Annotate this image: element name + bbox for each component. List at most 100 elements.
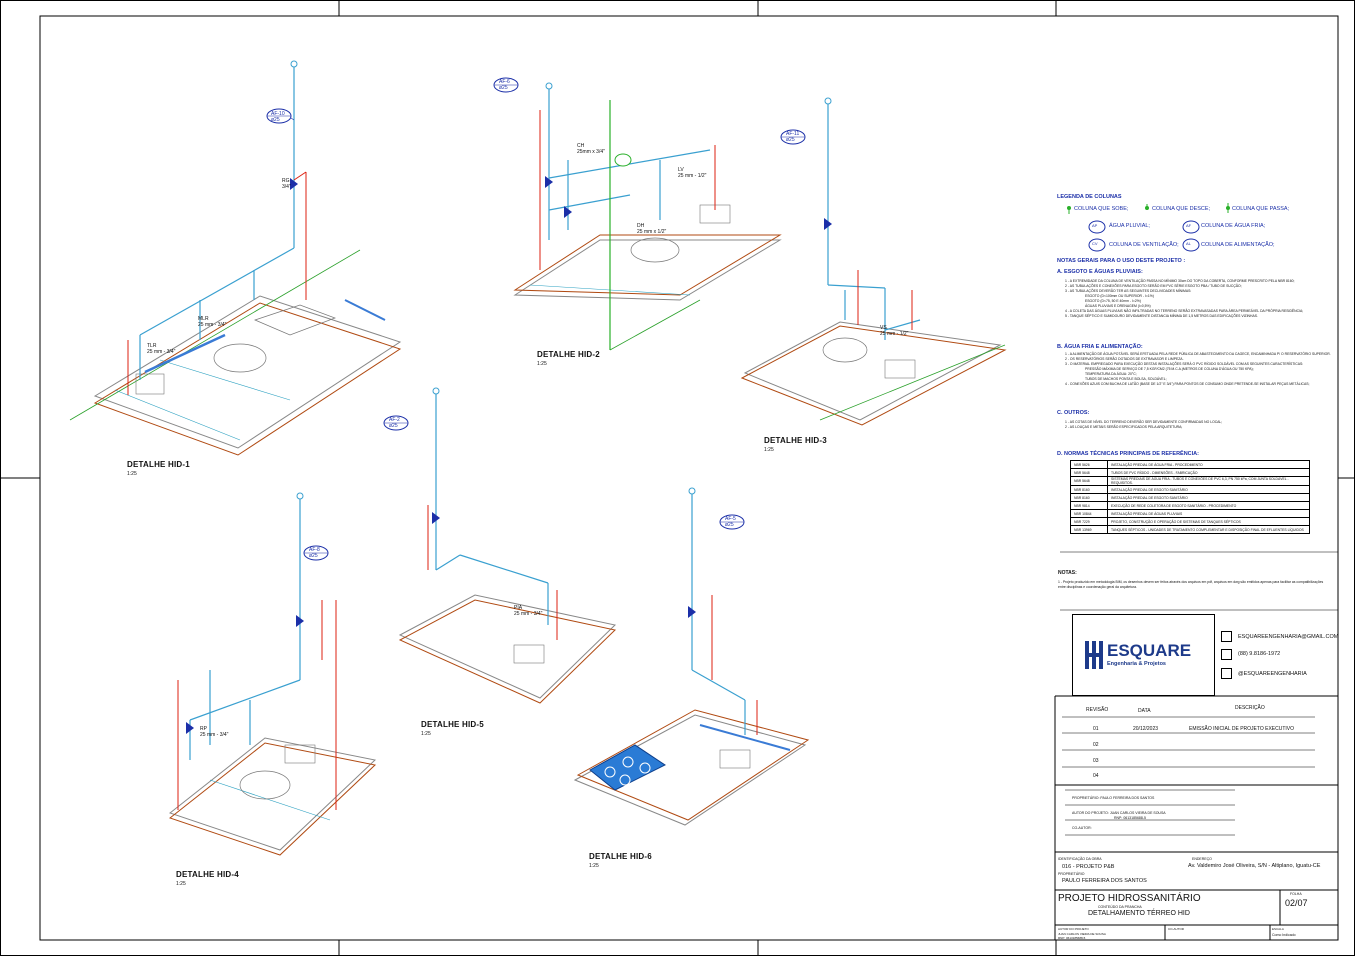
detail-title-hid-2: DETALHE HID-2 xyxy=(537,350,600,359)
legend-item: ÁGUA PLUVIAL; xyxy=(1109,223,1150,229)
detail-hid-4 xyxy=(168,492,377,856)
note-line: 2 - AS LOUÇAS E METAIS SERÃO ESPECIFICAD… xyxy=(1065,425,1183,429)
tag-diameter: ø25 xyxy=(786,137,795,143)
norm-code: NBR 8160 xyxy=(1070,493,1108,502)
legend-item: COLUNA DE ÁGUA FRIA; xyxy=(1201,223,1266,229)
tb-prop: PAULO FERREIRA DOS SANTOS xyxy=(1062,878,1147,884)
norm-code: NBR 5648 xyxy=(1070,476,1108,486)
tb-folha: 02/07 xyxy=(1285,898,1308,908)
rev-number: 01 xyxy=(1093,726,1099,732)
company-tagline: Engenharia & Projetos xyxy=(1107,661,1166,667)
legend-item: COLUNA QUE SOBE; xyxy=(1074,206,1129,212)
detail-title-hid-4: DETALHE HID-4 xyxy=(176,870,239,879)
norm-title: PROJETO, CONSTRUÇÃO E OPERAÇÃO DE SISTEM… xyxy=(1107,517,1310,526)
rev-number: 02 xyxy=(1093,742,1099,748)
tag-diameter: ø25 xyxy=(271,117,280,123)
tb-content-label: CONTEÚDO DA PRANCHA xyxy=(1098,905,1142,909)
detail-title-hid-3: DETALHE HID-3 xyxy=(764,436,827,445)
norm-title: SISTEMAS PREDIAIS DE ÁGUA FRIA - TUBOS E… xyxy=(1107,476,1310,486)
rev-description: EMISSÃO INICIAL DE PROJETO EXECUTIVO xyxy=(1189,726,1295,732)
legend-badge: AF xyxy=(1186,223,1192,228)
cooktop-icon xyxy=(589,744,666,791)
detail-scale-hid-2: 1:25 xyxy=(537,361,547,367)
detail-hid-5 xyxy=(383,387,617,704)
tag-code: AF-5 xyxy=(725,516,736,522)
pipe-label-dh: DH 25 mm x 1/2" xyxy=(637,223,667,235)
norm-code: NBR 9814 xyxy=(1070,501,1108,510)
pipe-label-pia: PIA 25 mm - 3/4" xyxy=(514,605,543,617)
norm-title: INSTALAÇÃO PREDIAL DE ÁGUAS PLUVIAIS xyxy=(1107,509,1310,518)
detail-scale-hid-6: 1:25 xyxy=(589,863,599,869)
tb-end-label: ENDEREÇO xyxy=(1192,857,1212,861)
notas-text: 1 - Projeto produzido em metodologia BIM… xyxy=(1058,580,1324,589)
logo-mark-icon xyxy=(1085,641,1103,669)
note-line: ESGOTO (D<100mm OU SUPERIOR - I=1%) xyxy=(1085,294,1154,298)
author-label: AUTOR DO PROJETO: xyxy=(1072,811,1109,815)
note-line: ESGOTO (D<75, 50 E 40mm - I=2%) xyxy=(1085,299,1141,303)
rev-header-data: DATA xyxy=(1138,708,1151,714)
legend-item: COLUNA QUE DESCE; xyxy=(1152,206,1211,212)
detail-hid-3 xyxy=(740,97,1007,426)
pipe-label-vs: VS 25 mm - 1/2" xyxy=(880,325,909,337)
phone-icon xyxy=(1221,649,1232,660)
notes-section-b: B. ÁGUA FRIA E ALIMENTAÇÃO: xyxy=(1057,344,1143,350)
tag-code: AF-11 xyxy=(786,131,800,137)
notes-c-list: 1 - AS COTAS DE NÍVEL DO TERRENO DEVERÃO… xyxy=(1065,420,1335,430)
tb-escala-label: ESCALA xyxy=(1272,927,1284,931)
legend-item: COLUNA DE ALIMENTAÇÃO; xyxy=(1201,242,1275,248)
pipe-label-tlr: TLR 25 mm - 3/4" xyxy=(147,343,176,355)
norm-code: NBR 8160 xyxy=(1070,485,1108,494)
pipe-label-lv: LV 25 mm - 1/2" xyxy=(678,167,707,179)
company-email: ESQUAREENGENHARIA@GMAIL.COM xyxy=(1238,634,1339,640)
notes-b-list: 1 - A ALIMENTAÇÃO DE ÁGUA POTÁVEL SERÁ E… xyxy=(1065,352,1335,387)
tag-diameter: ø25 xyxy=(499,85,508,91)
tb-autor-rnp: RNP: 0613185688-5 xyxy=(1058,936,1086,940)
legend-title: LEGENDA DE COLUNAS xyxy=(1057,194,1122,200)
rev-header-revisao: REVISÃO xyxy=(1086,707,1109,713)
detail-hid-6 xyxy=(573,487,810,826)
rev-header-descricao: DESCRIÇÃO xyxy=(1235,705,1265,711)
instagram-icon xyxy=(1221,668,1232,679)
legend-badge: AP xyxy=(1092,223,1098,228)
norm-code: NBR 7229 xyxy=(1070,517,1108,526)
tb-autor-label: AUTOR DO PROJETO xyxy=(1058,927,1089,931)
tb-prop-label: PROPRIETÁRIO xyxy=(1058,872,1085,876)
norm-title: INSTALAÇÃO PREDIAL DE ÁGUA FRIA - PROCED… xyxy=(1107,460,1310,469)
tag-diameter: ø25 xyxy=(309,553,318,559)
note-line: ÁGUAS PLUVIAIS E DRENAGEM (I=0,5%) xyxy=(1085,304,1151,308)
company-instagram: @ESQUAREENGENHARIA xyxy=(1238,671,1307,677)
note-line: 3 - AS TUBULAÇÕES DEVERÃO TER AS SEGUINT… xyxy=(1065,289,1192,293)
rev-number: 03 xyxy=(1093,758,1099,764)
note-line: TUBOS DE MACHOS PONTA E BOLSA, SOLDÁVEL; xyxy=(1085,377,1167,381)
detail-scale-hid-4: 1:25 xyxy=(176,881,186,887)
tb-autor: JUAN CARLOS VIEIRA DE SOUSA xyxy=(1058,932,1106,936)
tb-escala: Como Indicado xyxy=(1272,933,1296,937)
company-phone: (88) 9.8186-1972 xyxy=(1238,651,1281,657)
note-line: 2 - OS RESERVATÓRIOS SERÃO DOTADOS DE EX… xyxy=(1065,357,1184,361)
tb-cert-label: IDENTIFICAÇÃO DA OBRA xyxy=(1058,857,1102,861)
norm-title: TUBOS DE PVC RÍGIDO - DIMENSÕES - FABRIC… xyxy=(1107,468,1310,477)
tag-code: AF-10 xyxy=(271,111,285,117)
legend-item: COLUNA QUE PASSA; xyxy=(1232,206,1290,212)
pipe-label-rp: RP 25 mm - 3/4" xyxy=(200,726,229,738)
norm-title: TANQUES SÉPTICOS - UNIDADES DE TRATAMENT… xyxy=(1107,525,1310,534)
pipe-label-ch: CH 25mm x 3/4" xyxy=(577,143,605,155)
notes-section-a: A. ESGOTO E ÁGUAS PLUVIAIS: xyxy=(1057,269,1143,275)
notes-section-d: D. NORMAS TÉCNICAS PRINCIPAIS DE REFERÊN… xyxy=(1057,451,1199,457)
author-line: AUTOR DO PROJETO: JUAN CARLOS VIEIRA DE … xyxy=(1072,811,1166,815)
tb-folha-label: FOLHA xyxy=(1290,892,1302,896)
coauthor-label: CO-AUTOR: xyxy=(1072,826,1092,830)
tb-endereco: Av. Valdemiro José Oliveira, S/N - Altip… xyxy=(1188,863,1321,869)
company-name: ESQUARE xyxy=(1107,641,1192,660)
tag-code: AF-2 xyxy=(389,417,400,423)
norm-code: NBR 13969 xyxy=(1070,525,1108,534)
norm-code: NBR 5648 xyxy=(1070,468,1108,477)
tb-content: DETALHAMENTO TÉRREO HID xyxy=(1088,910,1190,917)
